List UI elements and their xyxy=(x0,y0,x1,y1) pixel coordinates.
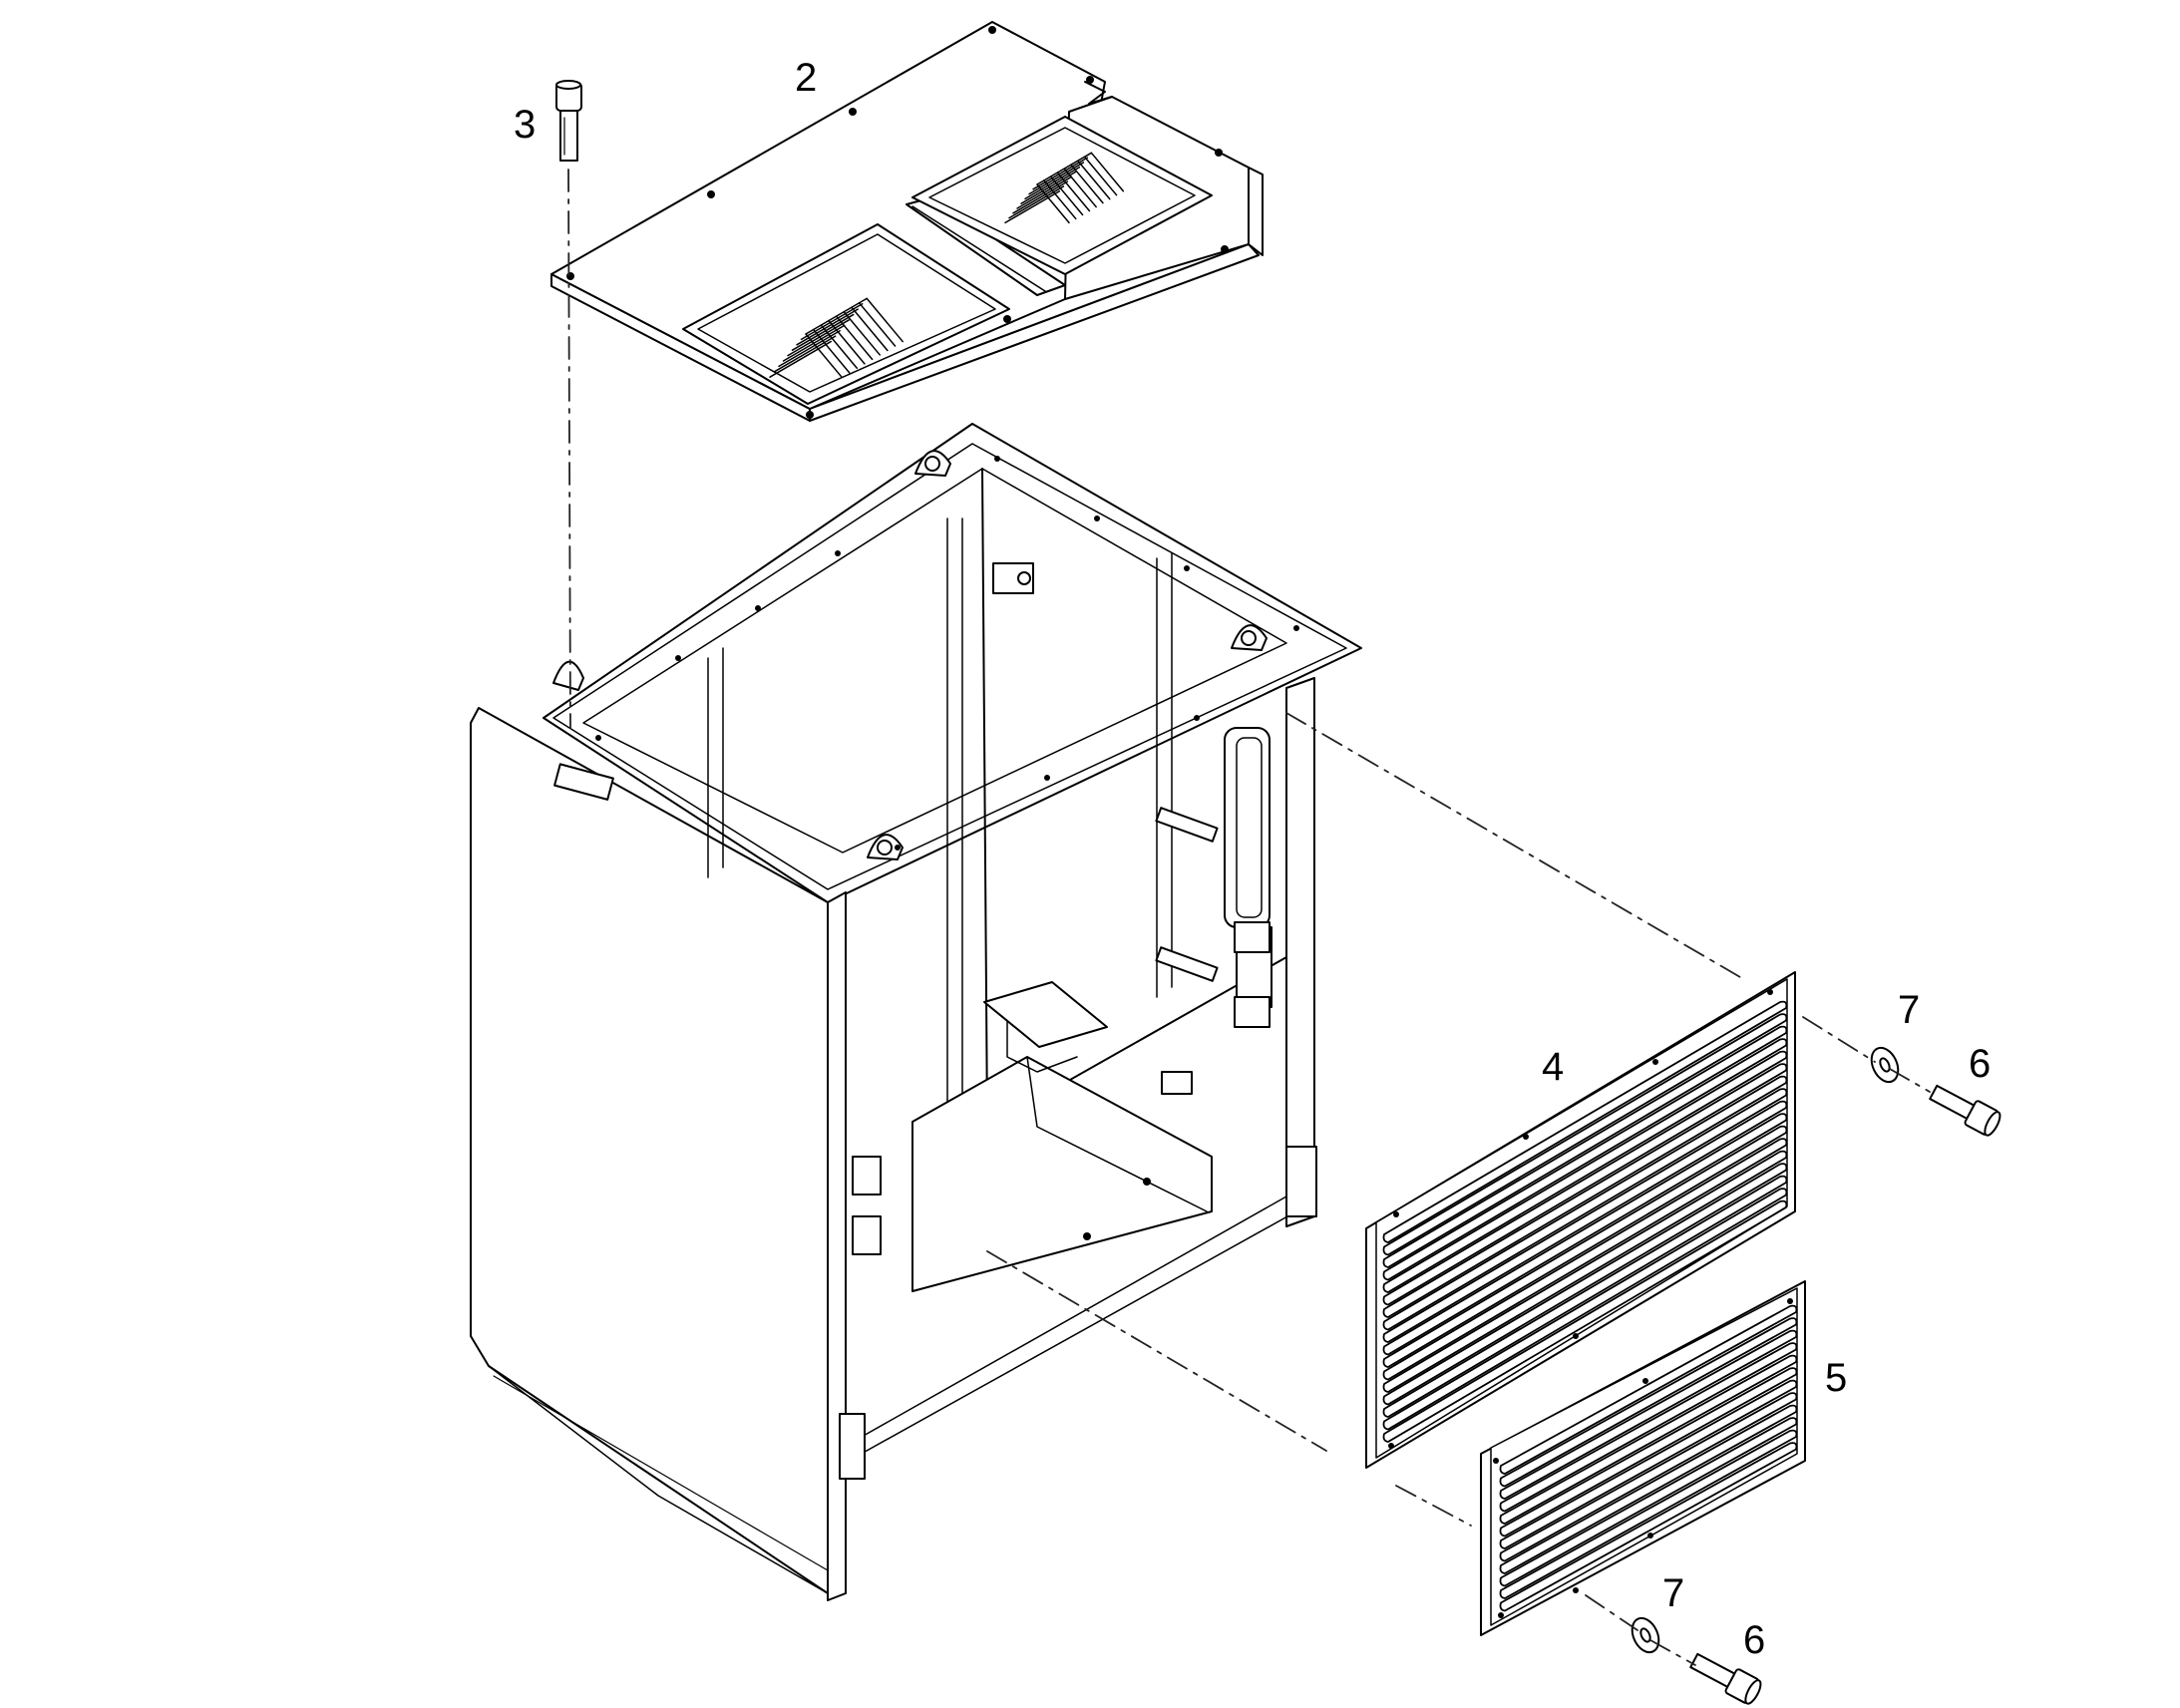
louver-slat xyxy=(1499,1429,1798,1599)
callout-top-cover: 2 xyxy=(795,56,818,100)
drawing-line xyxy=(782,324,846,362)
louver-slat xyxy=(1499,1354,1798,1525)
drawing-line xyxy=(773,335,837,373)
louver-slat xyxy=(1382,1188,1788,1431)
drawing-line xyxy=(858,302,897,347)
drawing-line xyxy=(791,313,855,351)
lifting-eyes xyxy=(552,450,1268,860)
drawing-line xyxy=(1012,180,1069,214)
lower-louver-slats xyxy=(1499,1304,1798,1612)
drawing-line xyxy=(851,306,889,352)
washer-upper xyxy=(1870,1046,1900,1084)
louver-slat xyxy=(1382,1113,1788,1356)
louver-slat xyxy=(1382,1175,1788,1418)
callout-top-screw: 3 xyxy=(514,103,537,147)
left-mesh-vent xyxy=(769,297,904,378)
callout-lower-louver: 5 xyxy=(1825,1356,1848,1400)
cover-holes xyxy=(566,26,1229,419)
drawing-line xyxy=(1090,152,1125,192)
top-cover-panel xyxy=(550,21,1264,422)
upper-louver-panel xyxy=(1365,971,1796,1469)
louver-slat xyxy=(1382,1088,1788,1331)
drawing-line xyxy=(1008,185,1065,219)
washer-lower xyxy=(1631,1616,1660,1654)
louver-slat xyxy=(1382,1138,1788,1381)
right-mesh-vent xyxy=(1004,152,1125,224)
louver-slat xyxy=(1382,1150,1788,1393)
louver-slat xyxy=(1499,1329,1798,1500)
screw-lower xyxy=(1689,1652,1762,1705)
louver-slat xyxy=(1499,1379,1798,1549)
louver-slat xyxy=(1382,1125,1788,1368)
drawing-line xyxy=(769,340,832,378)
louver-slat xyxy=(1499,1367,1798,1537)
assembly-leader-lines xyxy=(567,169,1931,1666)
drawing-line xyxy=(1032,157,1089,190)
louver-slat xyxy=(1499,1404,1798,1574)
callout-upper-louver: 4 xyxy=(1542,1045,1565,1089)
callout-screw-upper: 6 xyxy=(1969,1042,1992,1086)
louver-slat xyxy=(1382,1163,1788,1406)
callout-washer-lower: 7 xyxy=(1662,1571,1685,1615)
louver-slat xyxy=(1499,1342,1798,1513)
louver-slat xyxy=(1499,1392,1798,1562)
drawing-line xyxy=(1004,189,1061,224)
louver-slat xyxy=(1382,1199,1788,1443)
louver-slat xyxy=(1382,1025,1788,1268)
louver-slat xyxy=(1499,1317,1798,1488)
drawing-line xyxy=(778,330,841,368)
drawing-line xyxy=(1020,171,1077,204)
upper-louver-slats xyxy=(1382,1000,1788,1443)
drawing-line xyxy=(1070,164,1104,204)
drawing-line xyxy=(787,319,850,357)
louver-slat xyxy=(1382,1100,1788,1343)
top-screw xyxy=(555,80,582,162)
drawing-line xyxy=(1077,160,1111,200)
callout-washer-upper: 7 xyxy=(1898,988,1921,1032)
drawing-line xyxy=(800,303,864,341)
lower-louver-panel xyxy=(1480,1280,1806,1636)
drawing-line xyxy=(1083,156,1118,196)
louver-slat xyxy=(1382,1013,1788,1256)
louver-slat xyxy=(1499,1442,1798,1612)
louver-slat xyxy=(1382,1050,1788,1293)
louver-slat xyxy=(1382,1038,1788,1281)
frame-holes xyxy=(595,456,1299,1240)
screw-upper xyxy=(1929,1084,2001,1137)
cabinet-frame xyxy=(470,423,1362,1601)
drawing-line xyxy=(1024,166,1081,200)
louver-slat xyxy=(1499,1417,1798,1587)
callout-screw-lower: 6 xyxy=(1743,1618,1766,1662)
drawing-line xyxy=(1016,175,1073,209)
louver-slat xyxy=(1382,1075,1788,1318)
drawing-line xyxy=(866,297,904,343)
drawing-line xyxy=(843,310,881,356)
louver-slat xyxy=(1382,1063,1788,1306)
louver-slat xyxy=(1499,1304,1798,1475)
louver-slat xyxy=(1382,1000,1788,1243)
